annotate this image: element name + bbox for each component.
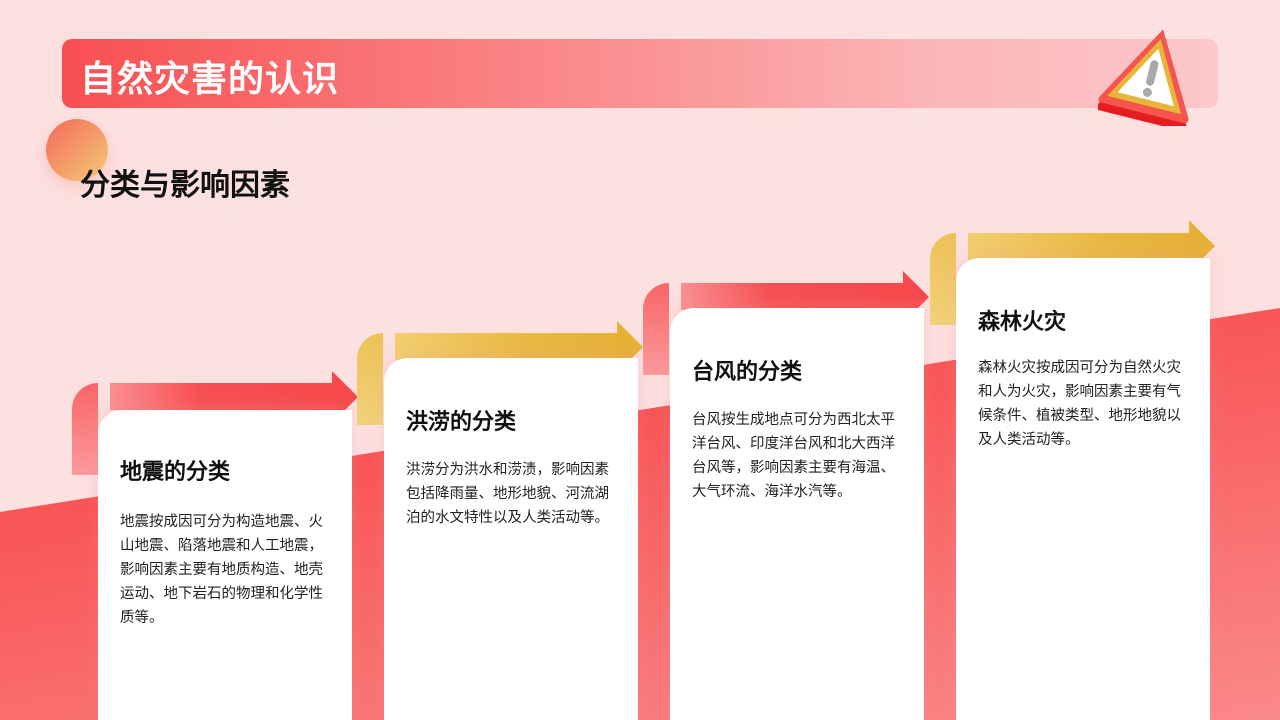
- step-title: 台风的分类: [692, 360, 803, 385]
- step-description: 台风按生成地点可分为西北太平洋台风、印度洋台风和北大西洋台风等，影响因素主要有海…: [692, 412, 895, 500]
- step-description: 洪涝分为洪水和涝渍，影响因素包括降雨量、地形地貌、河流湖泊的水文特性以及人类活动…: [406, 462, 609, 526]
- step-arrow-shaft: [395, 333, 617, 360]
- step-title: 森林火灾: [978, 310, 1067, 335]
- step-description: 地震按成因可分为构造地震、火山地震、陷落地震和人工地震，影响因素主要有地质构造、…: [120, 514, 323, 626]
- step-description: 森林火灾按成因可分为自然火灾和人为火灾，影响因素主要有气候条件、植被类型、地形地…: [978, 360, 1181, 448]
- page-title: 自然灾害的认识: [80, 59, 340, 100]
- title-banner: [62, 39, 1218, 108]
- step-arrow-shaft: [110, 383, 332, 410]
- warning-triangle-icon: [1098, 29, 1189, 126]
- decorative-orb: [46, 119, 108, 181]
- step-arrow-shaft: [968, 233, 1190, 260]
- step-title: 洪涝的分类: [406, 410, 517, 435]
- step-arrow-stem: [72, 383, 98, 475]
- step-arrow-stem: [357, 333, 383, 425]
- step-title: 地震的分类: [120, 460, 231, 485]
- step-card: 台风的分类 台风按生成地点可分为西北太平洋台风、印度洋台风和北大西洋台风等，影响…: [670, 308, 924, 720]
- step-card: 地震的分类 地震按成因可分为构造地震、火山地震、陷落地震和人工地震，影响因素主要…: [98, 410, 352, 720]
- step-arrow-shaft: [681, 283, 903, 310]
- section-subtitle: 分类与影响因素: [80, 168, 290, 203]
- step-arrow-stem: [643, 283, 669, 375]
- step-card: 洪涝的分类 洪涝分为洪水和涝渍，影响因素包括降雨量、地形地貌、河流湖泊的水文特性…: [384, 358, 638, 720]
- step-arrow-stem: [930, 233, 956, 325]
- step-card: 森林火灾 森林火灾按成因可分为自然火灾和人为火灾，影响因素主要有气候条件、植被类…: [956, 258, 1210, 720]
